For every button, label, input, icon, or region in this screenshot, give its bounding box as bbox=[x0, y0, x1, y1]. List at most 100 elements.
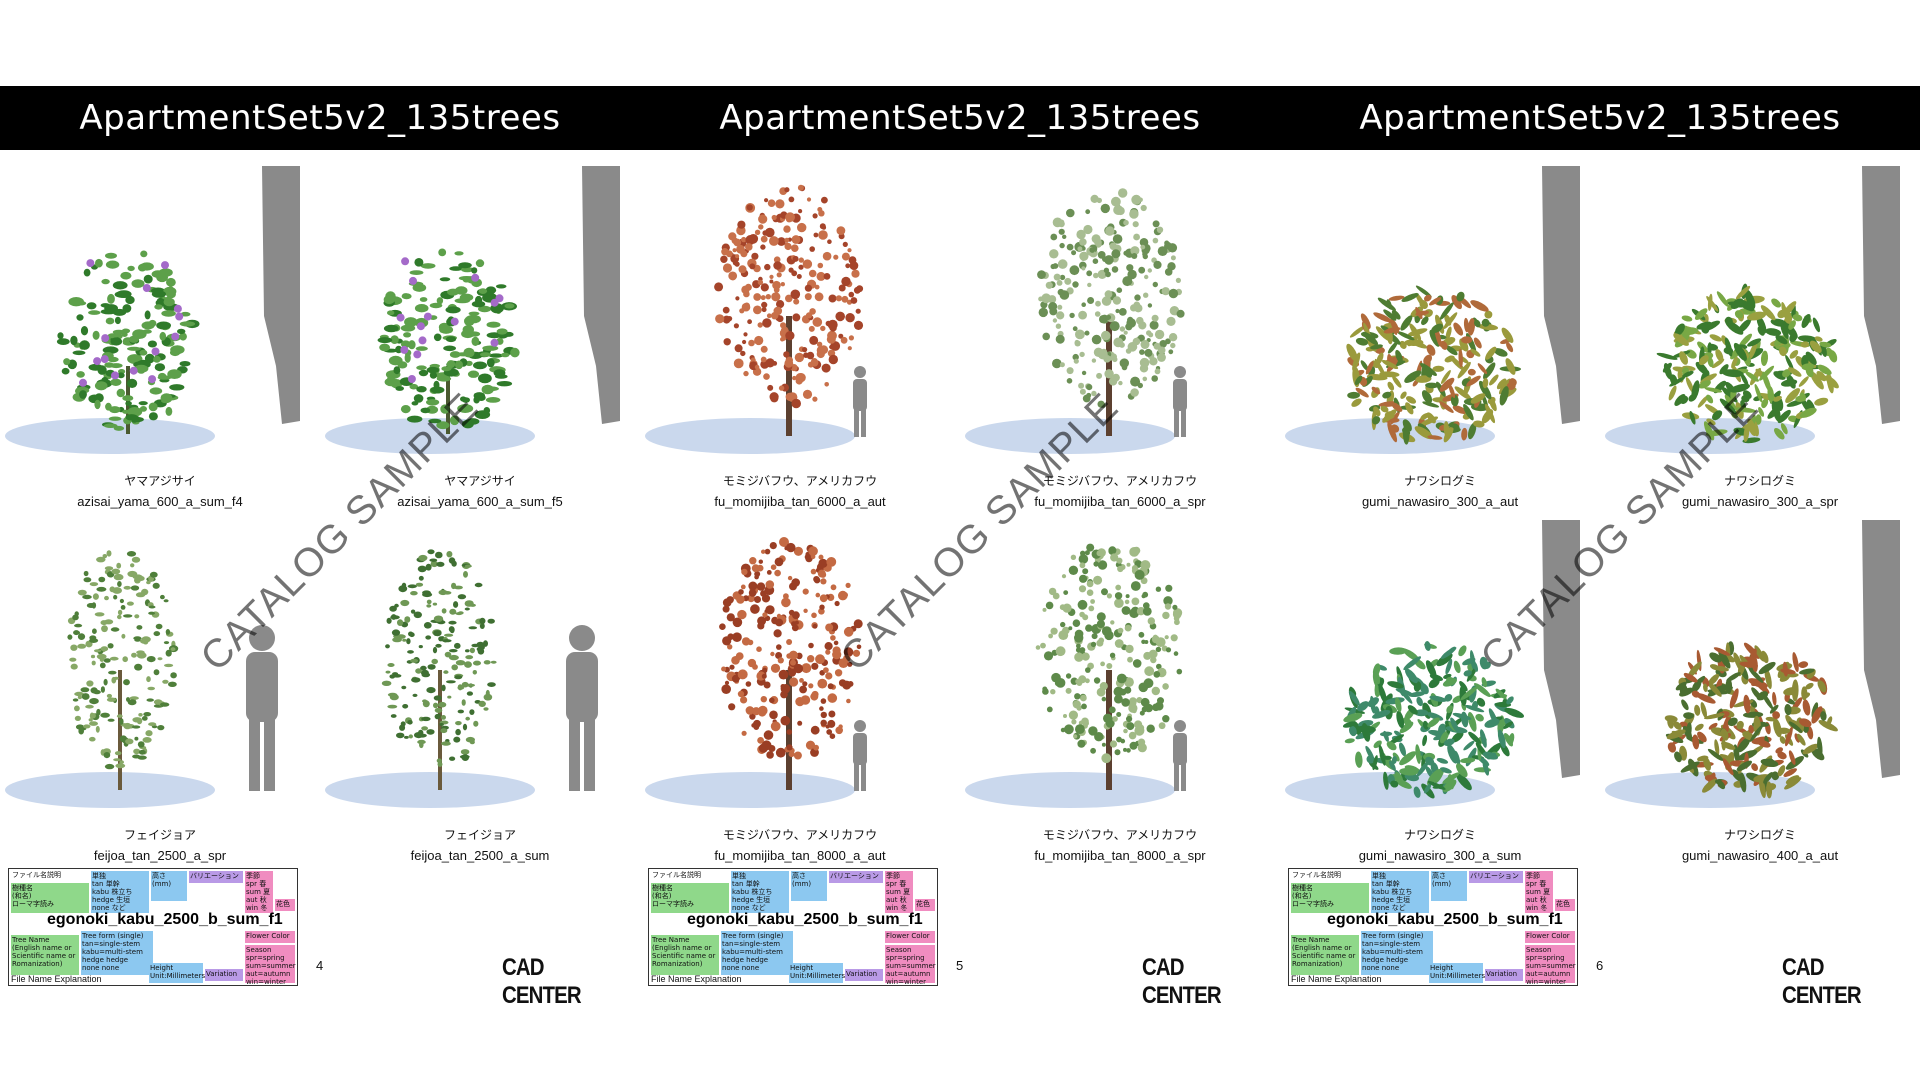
plant-render-image bbox=[965, 188, 1187, 454]
legend-season-en: Season spr=spring sum=summer aut=autumn … bbox=[1525, 945, 1576, 986]
page-title: ApartmentSet5v2_135trees bbox=[719, 98, 1201, 138]
plant-japanese-name: ヤマアジサイ bbox=[444, 474, 516, 488]
plant-render-image bbox=[1285, 520, 1580, 808]
legend-romaji-note: 樹種名 (和名) ローマ字読み bbox=[651, 883, 729, 913]
legend-flower-en: Flower Color bbox=[885, 931, 935, 943]
legend-caption: File Name Explanation bbox=[1291, 974, 1382, 984]
cad-center-logo: CAD CENTER bbox=[502, 954, 582, 1009]
legend-season-note: 季節 spr 春 sum 夏 aut 秋 win 冬 bbox=[1525, 871, 1553, 913]
legend-example-filename: egonoki_kabu_2500_b_sum_f1 bbox=[687, 911, 923, 928]
plant-render-image bbox=[5, 550, 278, 808]
plant-file-name: fu_momijiba_tan_6000_a_aut bbox=[714, 494, 886, 509]
plant-file-name: fu_momijiba_tan_8000_a_spr bbox=[1034, 848, 1206, 863]
legend-type-note: 単独 tan 単幹 kabu 株立ち hedge 生垣 none など bbox=[91, 871, 149, 913]
legend-flower-note: 花色 bbox=[915, 899, 935, 911]
plant-entry: モミジバフウ、アメリカフウ fu_momijiba_tan_8000_a_spr bbox=[960, 520, 1280, 872]
legend-caption: File Name Explanation bbox=[11, 974, 102, 984]
page-number: 4 bbox=[316, 958, 324, 973]
plant-japanese-name: モミジバフウ、アメリカフウ bbox=[722, 474, 878, 488]
plant-render-image bbox=[325, 166, 620, 454]
page-title: ApartmentSet5v2_135trees bbox=[1359, 98, 1841, 138]
plant-entry: ナワシログミ gumi_nawasiro_300_a_aut bbox=[1280, 166, 1600, 518]
plant-entry: モミジバフウ、アメリカフウ fu_momijiba_tan_6000_a_aut bbox=[640, 166, 960, 518]
legend-variation-note: バリエーション bbox=[189, 871, 243, 883]
plant-japanese-name: モミジバフウ、アメリカフウ bbox=[722, 828, 878, 842]
legend-season-note: 季節 spr 春 sum 夏 aut 秋 win 冬 bbox=[245, 871, 273, 913]
plant-entry: モミジバフウ、アメリカフウ fu_momijiba_tan_8000_a_aut bbox=[640, 520, 960, 872]
plant-japanese-name: ヤマアジサイ bbox=[124, 474, 196, 488]
legend-season-en: Season spr=spring sum=summer aut=autumn … bbox=[245, 945, 296, 986]
plant-file-name: azisai_yama_600_a_sum_f5 bbox=[397, 494, 563, 509]
legend-example-filename: egonoki_kabu_2500_b_sum_f1 bbox=[47, 911, 283, 928]
legend-caption: File Name Explanation bbox=[651, 974, 742, 984]
plant-file-name: fu_momijiba_tan_8000_a_aut bbox=[714, 848, 886, 863]
plant-render-image bbox=[965, 543, 1187, 808]
page-number: 5 bbox=[956, 958, 964, 973]
plant-japanese-name: ナワシログミ bbox=[1403, 828, 1476, 842]
plant-entry: ナワシログミ gumi_nawasiro_300_a_spr bbox=[1600, 166, 1920, 518]
plant-render-image bbox=[5, 166, 300, 454]
legend-size-note: 高さ (mm) bbox=[791, 871, 827, 901]
plant-render-image bbox=[1605, 166, 1900, 454]
plant-japanese-name: モミジバフウ、アメリカフウ bbox=[1042, 474, 1198, 488]
title-bar: ApartmentSet5v2_135trees ApartmentSet5v2… bbox=[0, 86, 1920, 150]
legend-header: ファイル名説明 bbox=[11, 870, 87, 882]
file-name-legend: ファイル名説明樹種名 (和名) ローマ字読み単独 tan 単幹 kabu 株立ち… bbox=[648, 868, 938, 986]
plant-render-image bbox=[645, 184, 867, 454]
plant-japanese-name: ナワシログミ bbox=[1403, 474, 1476, 488]
plant-entry: ヤマアジサイ azisai_yama_600_a_sum_f5 bbox=[320, 166, 640, 518]
legend-size-note: 高さ (mm) bbox=[151, 871, 187, 901]
legend-height-en: Height Unit:Millimeters bbox=[789, 963, 845, 983]
legend-flower-en: Flower Color bbox=[1525, 931, 1575, 943]
legend-header: ファイル名説明 bbox=[1291, 870, 1367, 882]
legend-flower-note: 花色 bbox=[1555, 899, 1575, 911]
plant-japanese-name: モミジバフウ、アメリカフウ bbox=[1042, 828, 1198, 842]
legend-season-note: 季節 spr 春 sum 夏 aut 秋 win 冬 bbox=[885, 871, 913, 913]
legend-header: ファイル名説明 bbox=[651, 870, 727, 882]
legend-season-en: Season spr=spring sum=summer aut=autumn … bbox=[885, 945, 936, 986]
legend-variation-en: Variation bbox=[1485, 969, 1523, 981]
plant-file-name: gumi_nawasiro_300_a_aut bbox=[1361, 494, 1519, 509]
legend-romaji-note: 樹種名 (和名) ローマ字読み bbox=[11, 883, 89, 913]
legend-flower-note: 花色 bbox=[275, 899, 295, 911]
file-name-legend: ファイル名説明樹種名 (和名) ローマ字読み単独 tan 単幹 kabu 株立ち… bbox=[1288, 868, 1578, 986]
plant-file-name: gumi_nawasiro_300_a_sum bbox=[1358, 848, 1522, 863]
plant-file-name: feijoa_tan_2500_a_spr bbox=[93, 848, 227, 863]
legend-height-en: Height Unit:Millimeters bbox=[1429, 963, 1485, 983]
plant-render-image bbox=[1605, 520, 1900, 808]
legend-tree-form-en: Tree form (single) tan=single-stem kabu=… bbox=[1361, 931, 1433, 975]
legend-type-note: 単独 tan 単幹 kabu 株立ち hedge 生垣 none など bbox=[1371, 871, 1429, 913]
plant-japanese-name: フェイジョア bbox=[443, 828, 516, 842]
legend-variation-en: Variation bbox=[205, 969, 243, 981]
legend-tree-form-en: Tree form (single) tan=single-stem kabu=… bbox=[81, 931, 153, 975]
legend-variation-en: Variation bbox=[845, 969, 883, 981]
page-title: ApartmentSet5v2_135trees bbox=[79, 98, 561, 138]
legend-type-note: 単独 tan 単幹 kabu 株立ち hedge 生垣 none など bbox=[731, 871, 789, 913]
file-name-legend: ファイル名説明樹種名 (和名) ローマ字読み単独 tan 単幹 kabu 株立ち… bbox=[8, 868, 298, 986]
plant-japanese-name: フェイジョア bbox=[123, 828, 196, 842]
plant-render-image bbox=[325, 549, 598, 808]
plant-file-name: gumi_nawasiro_300_a_spr bbox=[1681, 494, 1839, 509]
plant-entry: モミジバフウ、アメリカフウ fu_momijiba_tan_6000_a_spr bbox=[960, 166, 1280, 518]
legend-example-filename: egonoki_kabu_2500_b_sum_f1 bbox=[1327, 911, 1563, 928]
plant-file-name: fu_momijiba_tan_6000_a_spr bbox=[1034, 494, 1206, 509]
plant-entry: フェイジョア feijoa_tan_2500_a_spr bbox=[0, 520, 320, 872]
legend-tree-name-en: Tree Name (English name or Scientific na… bbox=[1291, 935, 1359, 975]
legend-variation-note: バリエーション bbox=[1469, 871, 1523, 883]
plant-japanese-name: ナワシログミ bbox=[1723, 474, 1796, 488]
legend-size-note: 高さ (mm) bbox=[1431, 871, 1467, 901]
legend-tree-name-en: Tree Name (English name or Scientific na… bbox=[651, 935, 719, 975]
plant-entry: ナワシログミ gumi_nawasiro_300_a_sum bbox=[1280, 520, 1600, 872]
legend-romaji-note: 樹種名 (和名) ローマ字読み bbox=[1291, 883, 1369, 913]
legend-tree-form-en: Tree form (single) tan=single-stem kabu=… bbox=[721, 931, 793, 975]
legend-height-en: Height Unit:Millimeters bbox=[149, 963, 205, 983]
page-number: 6 bbox=[1596, 958, 1604, 973]
legend-flower-en: Flower Color bbox=[245, 931, 295, 943]
cad-center-logo: CAD CENTER bbox=[1782, 954, 1862, 1009]
